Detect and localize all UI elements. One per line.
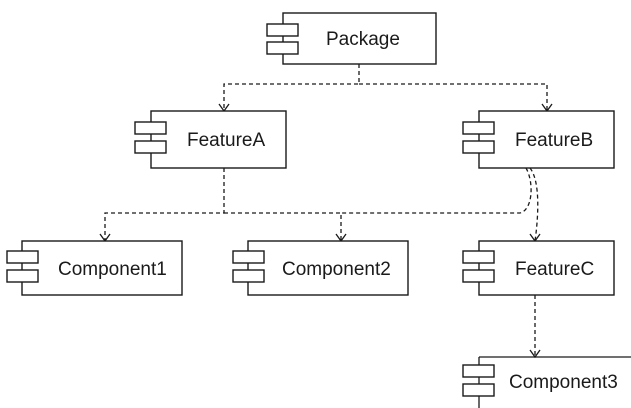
node-label: Component2 <box>282 259 391 280</box>
node-component2: Component2 <box>232 240 409 296</box>
edge-package-featurea <box>223 64 360 111</box>
node-featurec: FeatureC <box>462 240 615 296</box>
component-icon <box>6 250 39 283</box>
edge-featurea-component2 <box>224 212 342 241</box>
node-featureb: FeatureB <box>462 110 615 169</box>
node-label: Component3 <box>509 372 618 393</box>
component-icon <box>462 121 495 154</box>
edges <box>104 64 548 357</box>
component-icon <box>232 250 265 283</box>
edge-package-featureb <box>359 83 548 111</box>
component-icon <box>462 364 495 397</box>
node-component1: Component1 <box>6 240 183 296</box>
component-icon <box>134 121 167 154</box>
edge-featureb-featurec <box>529 167 539 242</box>
node-label: Package <box>326 29 400 50</box>
arrowhead-component1 <box>99 233 111 243</box>
component-icon <box>462 250 495 283</box>
component-icon <box>266 23 299 55</box>
node-label: FeatureA <box>187 130 265 151</box>
node-label: Component1 <box>58 259 167 280</box>
edge-featurea-component1 <box>104 168 225 241</box>
node-package: Package <box>266 12 437 65</box>
edge-featureb-component2 <box>341 167 532 214</box>
node-label: FeatureB <box>515 130 593 151</box>
node-label: FeatureC <box>515 259 594 280</box>
node-featurea: FeatureA <box>134 110 287 169</box>
node-component3: Component3 <box>462 356 631 408</box>
